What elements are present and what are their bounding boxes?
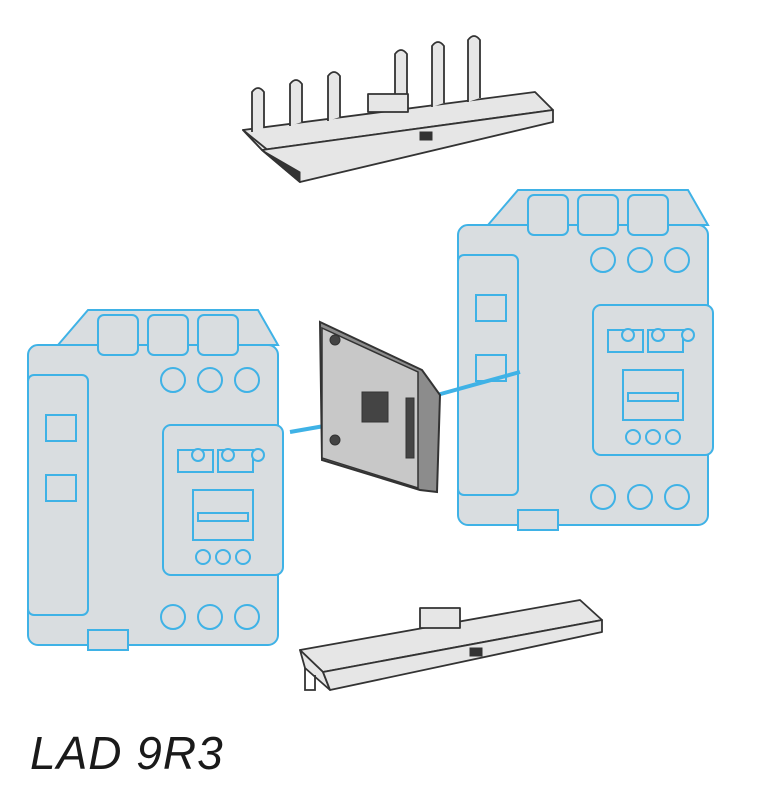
bottom-power-link-bar bbox=[299, 599, 603, 691]
left-contactor bbox=[27, 309, 284, 651]
product-reference-caption: LAD 9R3 bbox=[30, 727, 224, 779]
right-contactor bbox=[457, 189, 714, 531]
top-power-link-bar bbox=[242, 35, 554, 184]
mechanical-interlock bbox=[318, 320, 442, 494]
right-link-line bbox=[436, 370, 521, 397]
